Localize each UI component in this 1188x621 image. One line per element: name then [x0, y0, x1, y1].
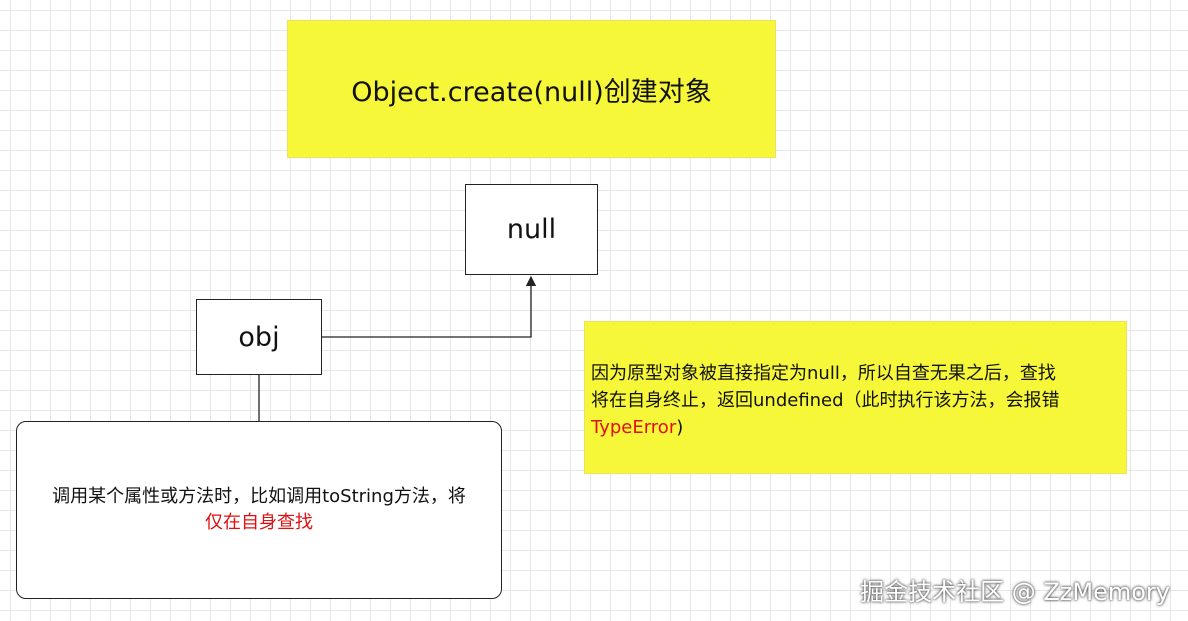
note-closing: ): [676, 417, 684, 438]
obj-node-label: obj: [238, 321, 280, 353]
obj-description-highlight: 仅在自身查找: [205, 512, 313, 533]
note-error-type: TypeError: [591, 417, 677, 438]
null-node: null: [465, 184, 598, 275]
obj-to-null-arrow: [322, 275, 537, 338]
obj-description-text: 调用某个属性或方法时，比如调用toString方法，将: [52, 486, 466, 507]
note-box: 因为原型对象被直接指定为null，所以自查无果之后，查找 将在自身终止，返回un…: [584, 321, 1127, 474]
diagram-title: Object.create(null)创建对象: [351, 76, 712, 108]
note-line-3: TypeError): [591, 414, 1116, 441]
null-node-label: null: [506, 214, 557, 245]
obj-description-box: 调用某个属性或方法时，比如调用toString方法，将 仅在自身查找: [16, 421, 502, 599]
title-box: Object.create(null)创建对象: [287, 20, 776, 158]
note-line-1: 因为原型对象被直接指定为null，所以自查无果之后，查找: [591, 363, 1056, 384]
note-line-2: 将在自身终止，返回undefined（此时执行该方法，会报错: [591, 390, 1060, 411]
watermark: 掘金技术社区 @ ZzMemory: [860, 578, 1170, 606]
obj-node: obj: [196, 299, 322, 375]
